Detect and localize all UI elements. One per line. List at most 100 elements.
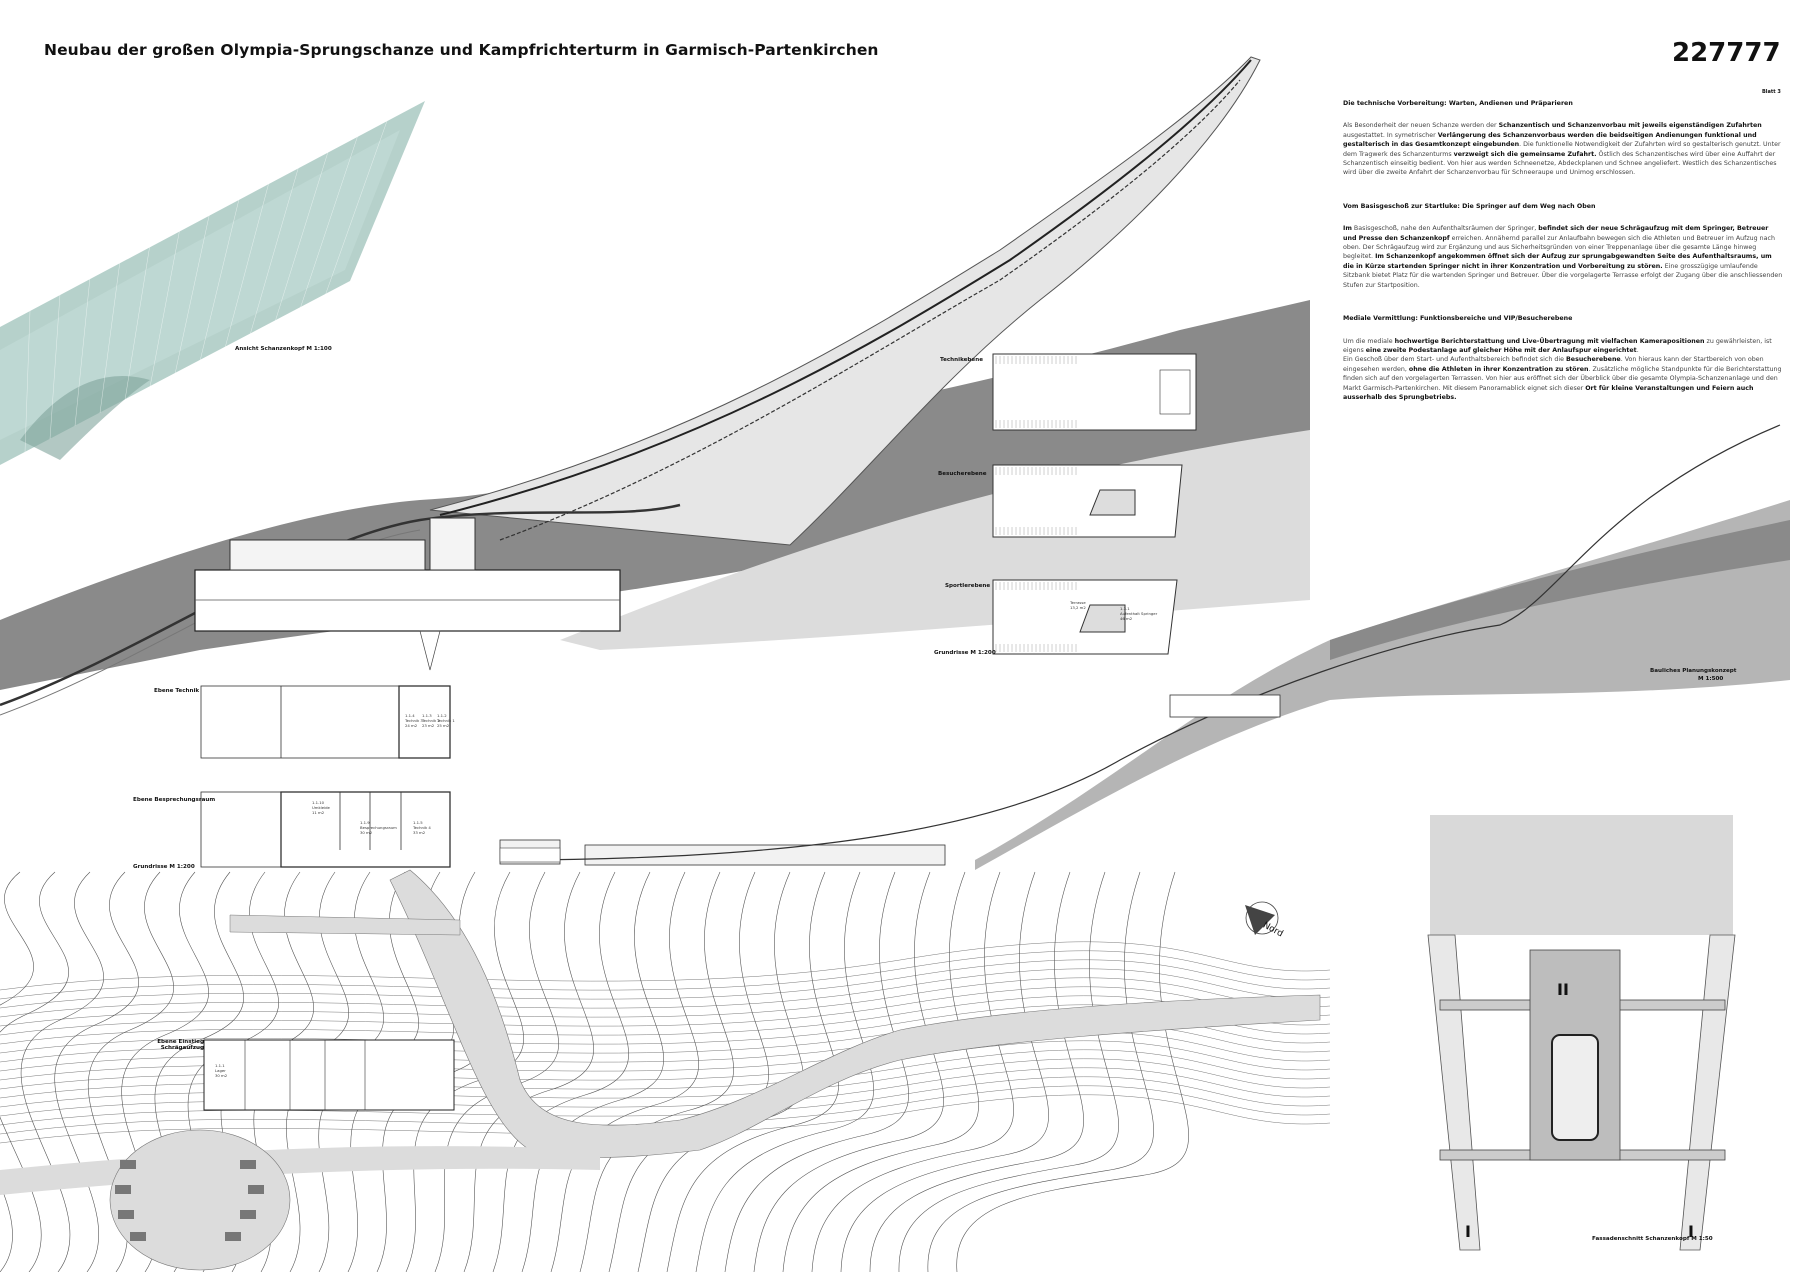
text-section: Mediale Vermittlung: Funktionsbereiche u… bbox=[1343, 314, 1783, 402]
contour-line bbox=[20, 871, 104, 1272]
planungskonzept-elevation bbox=[499, 424, 1790, 870]
label-technikebene: Technikebene bbox=[940, 357, 984, 363]
body-text: Ein Geschoß über dem Start- und Aufentha… bbox=[1343, 356, 1566, 364]
emphasis-text: eine zweite Podestanlage auf gleicher Hö… bbox=[1365, 346, 1637, 354]
schanzenkopf-perspective bbox=[0, 101, 425, 465]
label-planungskonzept-scale: M 1:500 bbox=[1698, 676, 1724, 682]
room-besprechungsraum: 1.1.9 Besprechungsraum 30 m2 bbox=[360, 820, 397, 835]
fassadenschnitt: II I I bbox=[1427, 815, 1736, 1251]
body-text: erreichen. Annähernd parallel zur Anlauf… bbox=[1343, 234, 1775, 261]
contour-line bbox=[0, 871, 69, 1272]
label-ebene-einstieg: Ebene Einstieg Schrägaufzug bbox=[157, 1039, 204, 1051]
glass-mullion bbox=[224, 178, 271, 349]
emphasis-text: Ort für kleine Veranstaltungen und Feier… bbox=[1343, 384, 1754, 401]
body-text: . Von hieraus kann der Startbereich von … bbox=[1343, 356, 1764, 373]
contour-line bbox=[492, 871, 629, 1272]
contour-line bbox=[0, 871, 34, 1272]
room-umkleide: 1.1.10 Umkleide 11 m2 bbox=[312, 800, 330, 815]
body-text: Eine grosszügige umlaufende Sitzbank bie… bbox=[1343, 262, 1783, 289]
room-technik-2: 1.1.3 Technik 2 23 m2 bbox=[422, 713, 440, 728]
section-heading: Vom Basisgeschoß zur Startluke: Die Spri… bbox=[1343, 202, 1596, 210]
label-grundrisse-base: Grundrisse M 1:200 bbox=[133, 864, 195, 870]
glass-mullion bbox=[24, 310, 31, 453]
emphasis-text: Im Schanzenkopf angekommen öffnet sich d… bbox=[1343, 253, 1772, 270]
room-terrasse: Terrasse 13,2 m2 bbox=[1070, 600, 1086, 610]
section-paragraph: Im Basisgeschoß, nahe den Aufenthaltsräu… bbox=[1343, 224, 1783, 290]
contour-line bbox=[0, 968, 1331, 1018]
contour-line bbox=[637, 871, 804, 1272]
room-aufenthalt-springer: 1.3.1 Aufenthalt Springer 46 m2 bbox=[1120, 606, 1158, 621]
contour-line bbox=[0, 950, 1331, 1000]
emphasis-text: verzweigt sich die gemeinsame Zufahrt. bbox=[1453, 150, 1597, 158]
contour-line bbox=[898, 871, 1119, 1272]
glass-mullion bbox=[124, 244, 151, 401]
site-plan bbox=[0, 869, 1331, 1272]
north-arrow-icon bbox=[1245, 905, 1275, 935]
emphasis-text: Verlängerung des Schanzenvorbaus werden … bbox=[1343, 131, 1757, 149]
contour-line bbox=[579, 871, 734, 1272]
room-technik-1: 1.1.2 Technik 1 25 m2 bbox=[437, 713, 455, 728]
text-section: Vom Basisgeschoß zur Startluke: Die Spri… bbox=[1343, 202, 1783, 290]
glass-mullion bbox=[199, 194, 241, 362]
label-fassadenschnitt: Fassadenschnitt Schanzenkopf M 1:50 bbox=[1592, 1236, 1713, 1242]
label-ebene-technik: Ebene Technik bbox=[154, 688, 200, 694]
label-besucherebene: Besucherebene bbox=[938, 471, 987, 477]
contour-line bbox=[521, 871, 664, 1272]
label-planungskonzept: Bauliches Planungskonzept bbox=[1650, 668, 1737, 674]
glass-mullion bbox=[274, 145, 331, 323]
board-title: Neubau der großen Olympia-Sprungschanze … bbox=[44, 41, 879, 59]
body-text: Östlich des Schanzentisches wird über ei… bbox=[1343, 150, 1777, 177]
label-grundrisse-tower: Grundrisse M 1:200 bbox=[934, 650, 996, 656]
contour-line bbox=[0, 1085, 1331, 1135]
body-text: . Zusätzliche mögliche Standpunkte für d… bbox=[1343, 365, 1782, 392]
svg-text:II: II bbox=[1557, 980, 1569, 999]
competition-number: 227777 bbox=[1672, 38, 1781, 68]
contour-line bbox=[0, 959, 1331, 1009]
body-text: . Die funktionelle Notwendigkeit der Zuf… bbox=[1343, 141, 1781, 158]
emphasis-text: befindet sich der neue Schrägaufzug mit … bbox=[1343, 225, 1769, 242]
body-text: Um die mediale bbox=[1343, 337, 1395, 345]
svg-text:I: I bbox=[1465, 1222, 1471, 1241]
emphasis-text: ohne die Athleten in ihrer Konzentration… bbox=[1408, 365, 1589, 373]
emphasis-text: hochwertige Berichterstattung und Live-Ü… bbox=[1394, 337, 1705, 345]
room-technik-4: 1.1.5 Technik 4 33 m2 bbox=[413, 820, 431, 835]
section-heading: Mediale Vermittlung: Funktionsbereiche u… bbox=[1343, 315, 1573, 323]
contour-line bbox=[666, 871, 839, 1272]
label-sportlerebene: Sportlerebene bbox=[945, 583, 991, 589]
glass-mullion bbox=[324, 112, 391, 297]
emphasis-text: Schanzentisch und Schanzenvorbau mit jew… bbox=[1498, 122, 1762, 130]
text-section: Die technische Vorbereitung: Warten, And… bbox=[1343, 99, 1783, 178]
sheet-number: Blatt 3 bbox=[1762, 89, 1781, 95]
contour-line bbox=[0, 1094, 1331, 1144]
contour-line bbox=[0, 941, 1331, 991]
contour-line bbox=[550, 871, 699, 1272]
body-text: . bbox=[1636, 346, 1639, 354]
contour-line bbox=[695, 871, 874, 1272]
contour-line bbox=[753, 871, 944, 1272]
label-ansicht-schanzenkopf: Ansicht Schanzenkopf M 1:100 bbox=[235, 346, 332, 352]
contour-line bbox=[54, 871, 139, 1272]
room-technik-3: 1.1.4 Technik 3 24 m2 bbox=[405, 713, 423, 728]
glass-mullion bbox=[299, 128, 361, 310]
body-text: ausgestattet. In symetrischer bbox=[1343, 131, 1438, 139]
contour-line bbox=[782, 871, 979, 1272]
body-text: Basisgeschoß, nahe den Aufenthaltsräumen… bbox=[1351, 225, 1539, 233]
glass-mullion bbox=[149, 227, 181, 388]
svg-text:I: I bbox=[1688, 1222, 1694, 1241]
contour-line bbox=[811, 871, 1014, 1272]
glass-mullion bbox=[49, 293, 61, 440]
section-paragraph: Um die mediale hochwertige Berichterstat… bbox=[1343, 337, 1783, 356]
body-text: Als Besonderheit der neuen Schanze werde… bbox=[1343, 122, 1499, 130]
section-heading: Die technische Vorbereitung: Warten, And… bbox=[1343, 100, 1573, 107]
emphasis-text: Besucherebene bbox=[1566, 356, 1621, 364]
contour-line bbox=[869, 871, 1084, 1272]
contour-line bbox=[463, 871, 594, 1272]
glass-mullion bbox=[174, 211, 211, 375]
contour-line bbox=[840, 871, 1049, 1272]
glass-mullion bbox=[74, 277, 91, 427]
emphasis-text: Im bbox=[1343, 225, 1352, 233]
base-floor-plans bbox=[200, 685, 946, 868]
contour-line bbox=[927, 871, 1154, 1272]
contour-line bbox=[608, 871, 769, 1272]
